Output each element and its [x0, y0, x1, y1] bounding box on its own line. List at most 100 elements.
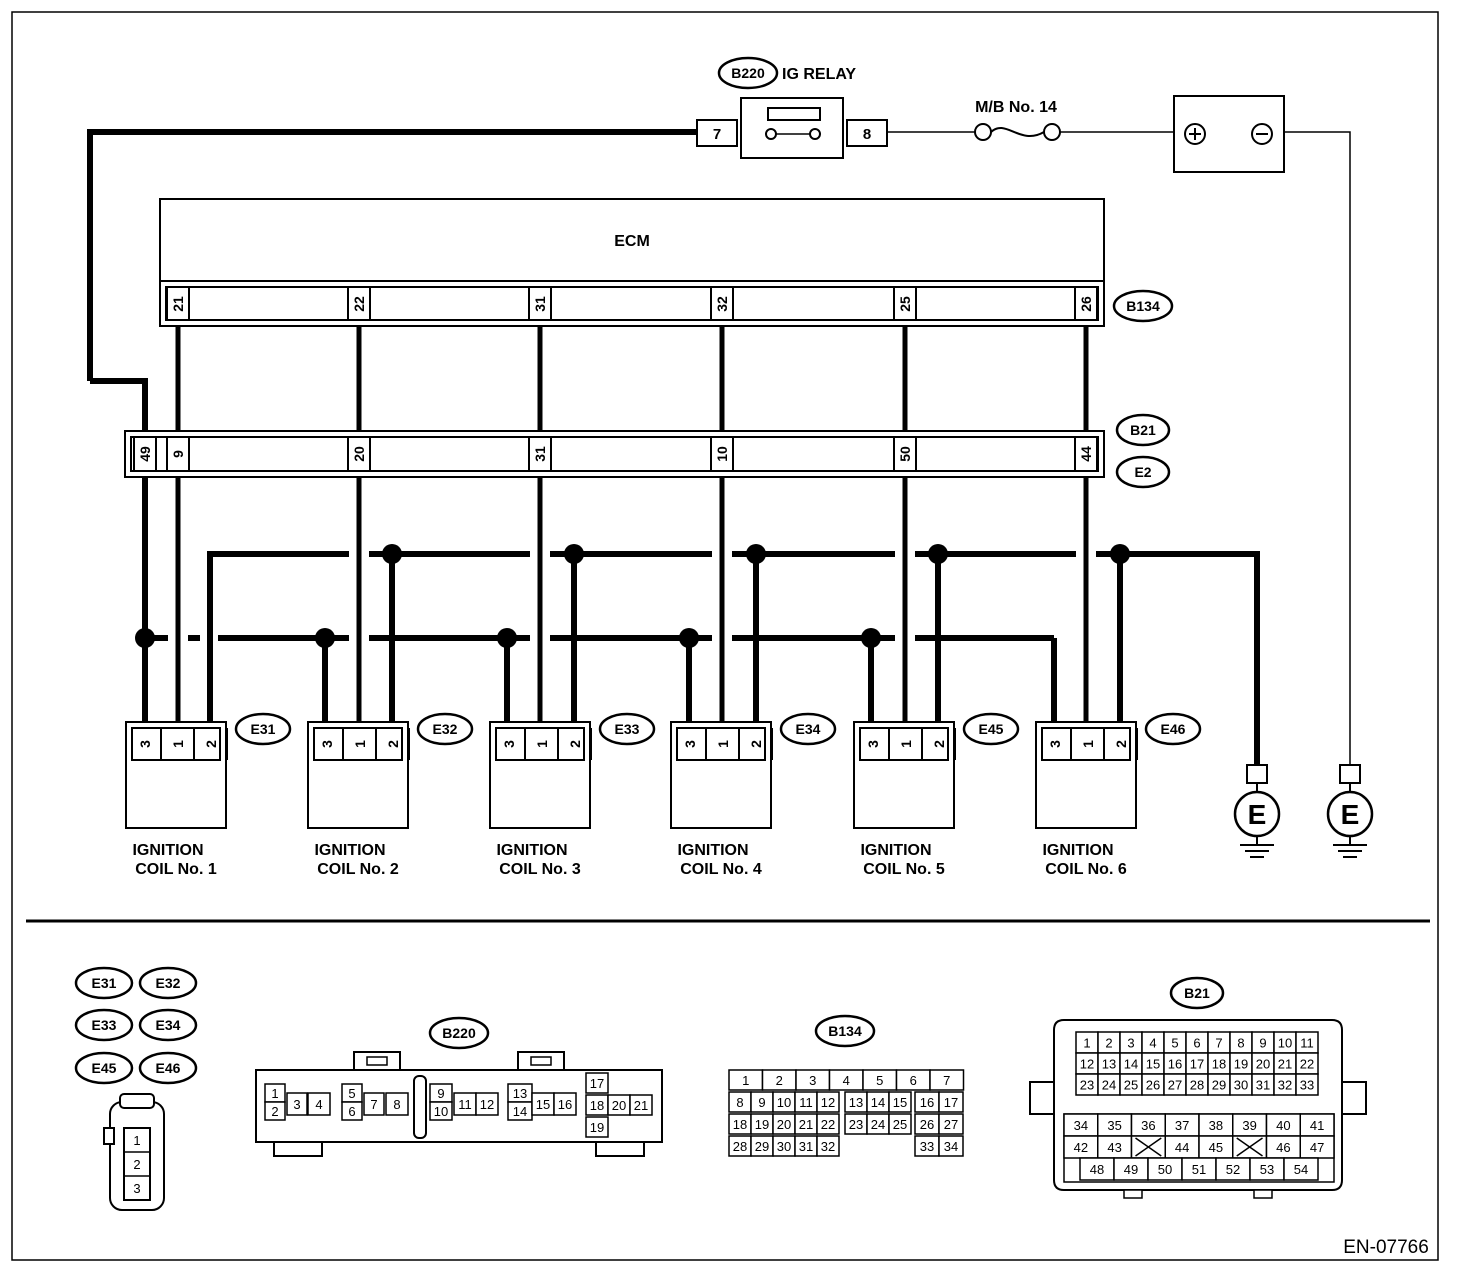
- coil-label-line2: COIL No. 1: [135, 861, 217, 878]
- b21-cell: 4: [1149, 1036, 1156, 1051]
- coil-connector-label: E46: [1161, 721, 1186, 737]
- b21-cell: 3: [1127, 1036, 1134, 1051]
- b134-cell: 5: [876, 1073, 883, 1088]
- harness-pin: 31: [532, 446, 548, 462]
- coil-connector-label: E34: [796, 721, 821, 737]
- b134-cell: 32: [821, 1139, 835, 1154]
- coil-label-line1: IGNITION: [132, 842, 203, 859]
- b21-cell: 53: [1260, 1162, 1274, 1177]
- coil-label-line1: IGNITION: [860, 842, 931, 859]
- b220-cell: 20: [612, 1098, 626, 1113]
- harness-connector-b: E2: [1134, 464, 1151, 480]
- harness-pin: 49: [137, 446, 153, 462]
- b21-cell: 13: [1102, 1057, 1116, 1072]
- coil-pin: 3: [865, 740, 881, 748]
- b220-cell: 17: [590, 1076, 604, 1091]
- ecm-pin: 26: [1078, 296, 1094, 312]
- b134-cell: 20: [777, 1117, 791, 1132]
- b220-cell: 14: [513, 1104, 527, 1119]
- b134-cell: 28: [733, 1139, 747, 1154]
- b21-cell: 42: [1074, 1140, 1088, 1155]
- coil-pin: 3: [1047, 740, 1063, 748]
- coil-wires: [135, 477, 1260, 765]
- b21-cell: 54: [1294, 1162, 1308, 1177]
- coil-pin: 1: [715, 740, 731, 748]
- legend-coil-connector: E33: [92, 1017, 117, 1033]
- b134-cell: 1: [742, 1073, 749, 1088]
- coil-pin: 2: [931, 740, 947, 748]
- b134-cell: 8: [736, 1095, 743, 1110]
- ground-1-label: E: [1248, 799, 1267, 830]
- b220-cell: 15: [536, 1097, 550, 1112]
- legend-coil-connector: E31: [92, 975, 117, 991]
- b134-cell: 25: [893, 1117, 907, 1132]
- b21-cell: 30: [1234, 1078, 1248, 1093]
- coil-pin: 1: [352, 740, 368, 748]
- legend-coil-pin-3: 3: [133, 1181, 140, 1196]
- b220-cell: 3: [293, 1097, 300, 1112]
- b220-cell: 5: [348, 1086, 355, 1101]
- b21-cell: 33: [1300, 1078, 1314, 1093]
- b21-cell: 45: [1209, 1140, 1223, 1155]
- b134-cell: 9: [758, 1095, 765, 1110]
- b134-cell: 13: [849, 1095, 863, 1110]
- b134-cell: 29: [755, 1139, 769, 1154]
- b21-cell: 27: [1168, 1078, 1182, 1093]
- b134-cell: 17: [944, 1095, 958, 1110]
- ecm-pin: 21: [170, 296, 186, 312]
- coil-label-line2: COIL No. 4: [680, 861, 762, 878]
- coil-pin: 1: [534, 740, 550, 748]
- harness-pin: 20: [351, 446, 367, 462]
- harness-pin: 50: [897, 446, 913, 462]
- b134-cell: 27: [944, 1117, 958, 1132]
- figure-code: EN-07766: [1343, 1237, 1429, 1258]
- relay-connector-label: B220: [731, 65, 765, 81]
- b21-cell: 25: [1124, 1078, 1138, 1093]
- b220-cell: 6: [348, 1104, 355, 1119]
- b21-cell: 5: [1171, 1036, 1178, 1051]
- b21-cell: 35: [1107, 1118, 1121, 1133]
- coil-pin: 1: [1080, 740, 1096, 748]
- b21-cell: 40: [1276, 1118, 1290, 1133]
- b134-cell: 6: [910, 1073, 917, 1088]
- b134-cell: 7: [943, 1073, 950, 1088]
- b21-cell: 43: [1107, 1140, 1121, 1155]
- coil-connector-label: E45: [979, 721, 1004, 737]
- fuse-label: M/B No. 14: [975, 99, 1057, 116]
- b21-cell: 47: [1310, 1140, 1324, 1155]
- b220-cell: 8: [393, 1097, 400, 1112]
- ecm-pin: 32: [714, 296, 730, 312]
- relay-pin-in: 7: [713, 126, 721, 143]
- ig-relay: 7 8 B220 IG RELAY: [87, 56, 888, 381]
- fuse-mb14: M/B No. 14: [887, 99, 1174, 141]
- legend-coil-connector: E32: [156, 975, 181, 991]
- b134-cell: 15: [893, 1095, 907, 1110]
- b134-cell: 12: [821, 1095, 835, 1110]
- b220-cell: 19: [590, 1120, 604, 1135]
- b21-cell: 18: [1212, 1057, 1226, 1072]
- b134-cell: 30: [777, 1139, 791, 1154]
- coil-label-line1: IGNITION: [314, 842, 385, 859]
- legend-coil-pin-1: 1: [133, 1133, 140, 1148]
- b21-cell: 31: [1256, 1078, 1270, 1093]
- coil-pin: 3: [319, 740, 335, 748]
- ecm-connector-label: B134: [1126, 298, 1160, 314]
- b21-cell: 17: [1190, 1057, 1204, 1072]
- b134-cell: 11: [799, 1095, 813, 1110]
- ecm-label: ECM: [614, 233, 650, 250]
- coil-pin: 2: [748, 740, 764, 748]
- b21-cell: 37: [1175, 1118, 1189, 1133]
- ecm-pin: 22: [351, 296, 367, 312]
- coil-label-line1: IGNITION: [496, 842, 567, 859]
- b134-cell: 21: [799, 1117, 813, 1132]
- b21-cell: 52: [1226, 1162, 1240, 1177]
- b220-cell: 10: [434, 1104, 448, 1119]
- b21-cell: 48: [1090, 1162, 1104, 1177]
- coil-connector-label: E33: [615, 721, 640, 737]
